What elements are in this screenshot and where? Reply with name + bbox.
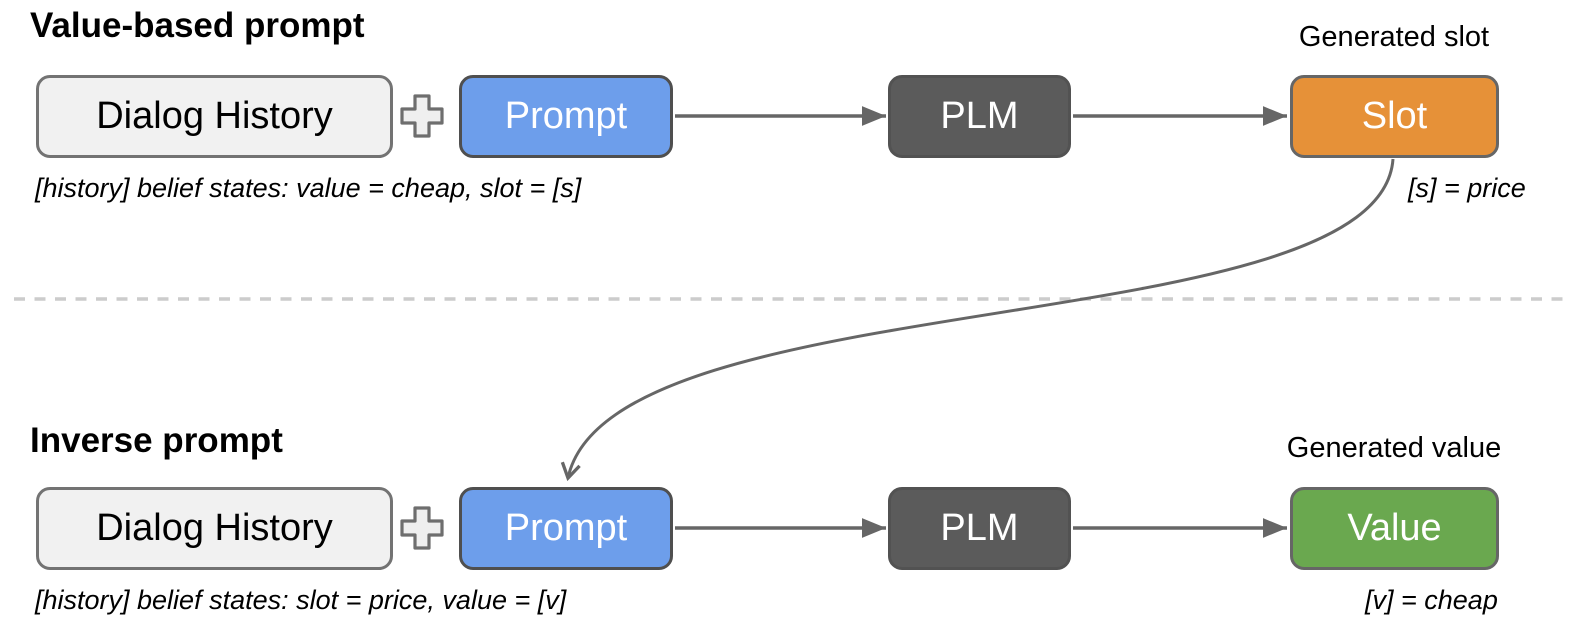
value-result-annotation: [v] = cheap: [1365, 585, 1498, 615]
plus-icon: [400, 94, 444, 138]
value-based-prompt-title: Value-based prompt: [30, 6, 365, 45]
value-based-prompt-example-text: [history] belief states: value = cheap, …: [35, 173, 582, 203]
prompt-node-label: Prompt: [504, 95, 628, 137]
dialog-history-node-label: Dialog History: [96, 507, 333, 549]
plus-icon: [400, 506, 444, 550]
prompt-node-label: Prompt: [504, 507, 628, 549]
value-node-label: Value: [1347, 507, 1442, 549]
dialog-history-node-label: Dialog History: [96, 95, 333, 137]
slot-node-label: Slot: [1361, 95, 1428, 137]
value-node: Value: [1290, 487, 1499, 570]
inverse-prompt-title: Inverse prompt: [30, 421, 283, 460]
dialog-history-node-top: Dialog History: [36, 75, 393, 158]
generated-value-label: Generated value: [1286, 432, 1502, 464]
plm-node-bottom: PLM: [888, 487, 1071, 570]
plm-node-label: PLM: [940, 95, 1019, 137]
dialog-history-node-bottom: Dialog History: [36, 487, 393, 570]
slot-result-annotation: [s] = price: [1408, 173, 1526, 203]
inverse-prompt-example-text: [history] belief states: slot = price, v…: [35, 585, 567, 615]
generated-slot-label: Generated slot: [1298, 21, 1490, 53]
plm-node-top: PLM: [888, 75, 1071, 158]
arrow-slot-to-inverse-prompt: [560, 158, 1395, 482]
slot-node: Slot: [1290, 75, 1499, 158]
prompt-node-bottom: Prompt: [459, 487, 673, 570]
plm-node-label: PLM: [940, 507, 1019, 549]
prompt-node-top: Prompt: [459, 75, 673, 158]
